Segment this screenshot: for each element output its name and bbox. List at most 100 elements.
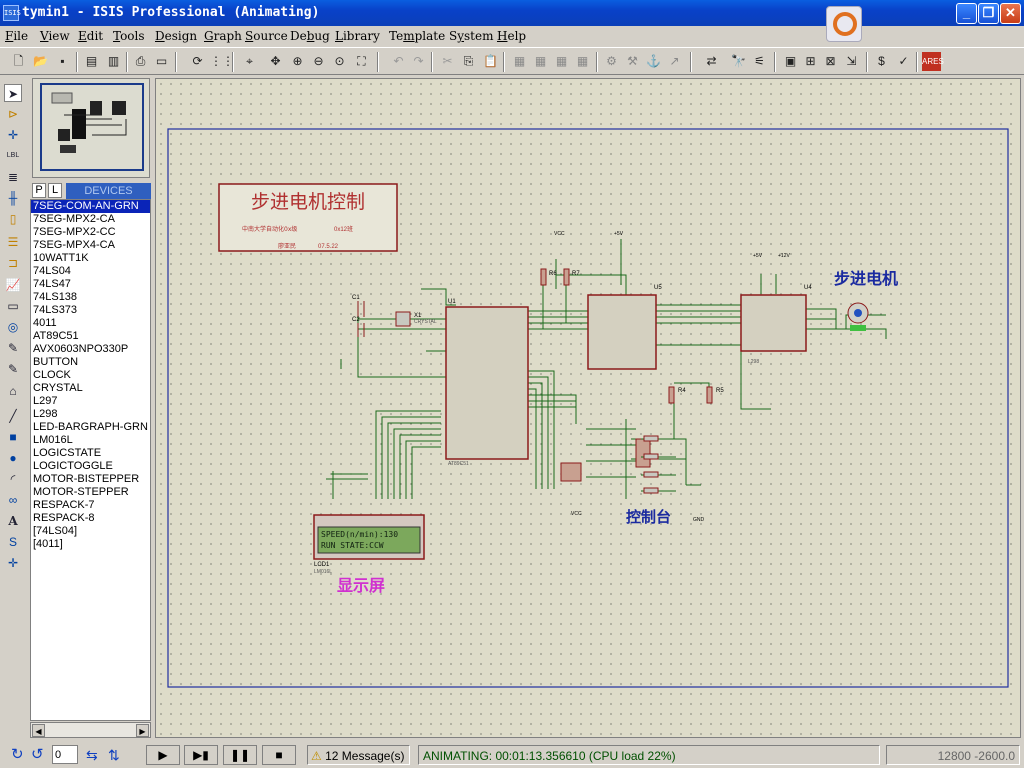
- junction-dot-icon[interactable]: ✛: [7, 128, 19, 142]
- block-move-icon[interactable]: ▦: [534, 54, 547, 68]
- menu-tools[interactable]: Tools: [113, 29, 145, 43]
- stepper-motor[interactable]: [847, 302, 869, 331]
- new-file-icon[interactable]: 🗋: [13, 54, 24, 68]
- rotation-angle-field[interactable]: [52, 745, 78, 764]
- text-icon[interactable]: A: [8, 514, 18, 528]
- app-icon[interactable]: ISIS: [3, 5, 21, 21]
- resistor-r5[interactable]: R5: [706, 386, 724, 404]
- device-list-item[interactable]: 74LS47: [33, 278, 71, 290]
- device-list-item[interactable]: 7SEG-COM-AN-GRN: [31, 200, 150, 213]
- device-list-hscrollbar[interactable]: ◀ ▶: [30, 722, 151, 738]
- capacitor-c2[interactable]: C2: [352, 317, 365, 337]
- open-file-icon[interactable]: 📂: [33, 54, 48, 68]
- menu-help[interactable]: Help: [497, 29, 527, 43]
- device-pins-icon[interactable]: ⊐: [7, 256, 19, 270]
- circle-icon[interactable]: ●: [9, 451, 17, 465]
- lcd-display[interactable]: SPEED(n/min):130 RUN STATE:CCW LCD1 LM01…: [313, 514, 425, 575]
- electrical-rule-check-icon[interactable]: ✓: [898, 54, 909, 68]
- zoom-area-icon[interactable]: ⛶: [357, 54, 366, 68]
- block-rotate-icon[interactable]: ▦: [555, 54, 568, 68]
- title-block[interactable]: 步进电机控制 中南大学自动化0x级 0x12班 廖亚民 07.5.22: [218, 183, 398, 252]
- device-list-item[interactable]: 7SEG-MPX2-CC: [33, 226, 116, 238]
- messages-panel[interactable]: ⚠ 12 Message(s): [307, 745, 410, 765]
- menu-file[interactable]: File: [5, 29, 29, 43]
- device-list-item[interactable]: L297: [33, 395, 58, 407]
- marker-icon[interactable]: ✛: [7, 556, 19, 570]
- property-tool-icon[interactable]: ⚟: [754, 54, 765, 68]
- device-list-item[interactable]: 7SEG-MPX4-CA: [33, 239, 115, 251]
- menu-template[interactable]: Template: [389, 29, 446, 43]
- search-icon[interactable]: 🔭: [731, 54, 746, 68]
- terminals-icon[interactable]: ☰: [7, 235, 19, 249]
- remove-sheet-icon[interactable]: ⊞: [805, 54, 816, 68]
- grid-icon[interactable]: ⋮⋮: [210, 54, 234, 68]
- device-list-item[interactable]: 4011: [33, 317, 57, 329]
- pick-device-icon[interactable]: ⚙: [606, 54, 617, 68]
- device-list-item[interactable]: CLOCK: [33, 369, 71, 381]
- rotate-clockwise-icon[interactable]: ↻: [11, 746, 24, 763]
- device-list-item[interactable]: LED-BARGRAPH-GRN: [33, 421, 148, 433]
- device-list-item[interactable]: RESPACK-8: [33, 512, 95, 524]
- box-icon[interactable]: ■: [9, 430, 17, 444]
- control-buttons[interactable]: [560, 435, 676, 494]
- component-mode-icon[interactable]: ⊳: [7, 107, 19, 121]
- virtual-instruments-icon[interactable]: ⌂: [9, 384, 17, 398]
- step-button[interactable]: ▶▮: [184, 745, 218, 765]
- device-list-item[interactable]: MOTOR-STEPPER: [33, 486, 129, 498]
- subcircuit-icon[interactable]: ▯: [9, 212, 17, 226]
- print-icon[interactable]: ⎙: [135, 54, 146, 68]
- controller-u5[interactable]: U5: [587, 285, 662, 370]
- device-list-item[interactable]: [4011]: [33, 538, 63, 550]
- crystal-x1[interactable]: X1 CRYSTAL: [395, 311, 437, 327]
- tape-recorder-icon[interactable]: ▭: [7, 299, 19, 313]
- pick-devices-button[interactable]: P: [32, 183, 46, 198]
- zoom-to-child-icon[interactable]: ⇲: [846, 54, 857, 68]
- scroll-right-icon[interactable]: ▶: [136, 724, 149, 737]
- cut-icon[interactable]: ✂: [442, 54, 453, 68]
- overview-viewport[interactable]: [40, 83, 144, 171]
- selection-mode-icon[interactable]: ➤: [4, 84, 22, 102]
- text-script-icon[interactable]: ≣: [7, 170, 19, 184]
- device-list-item[interactable]: MOTOR-BISTEPPER: [33, 473, 140, 485]
- stop-button[interactable]: ■: [262, 745, 296, 765]
- restore-button[interactable]: ❐: [978, 3, 999, 24]
- print-area-icon[interactable]: ▭: [155, 54, 168, 68]
- menu-system[interactable]: System: [449, 29, 494, 43]
- copy-icon[interactable]: ⎘: [463, 54, 474, 68]
- play-button[interactable]: ▶: [146, 745, 180, 765]
- wire-autorouter-icon[interactable]: ⇄: [706, 54, 717, 68]
- graph-mode-icon[interactable]: 📈: [5, 278, 21, 292]
- pan-icon[interactable]: ✥: [270, 54, 281, 68]
- device-list-item[interactable]: CRYSTAL: [33, 382, 83, 394]
- minimize-button[interactable]: _: [956, 3, 977, 24]
- device-list-item[interactable]: 7SEG-MPX2-CA: [33, 213, 115, 225]
- generator-icon[interactable]: ◎: [7, 320, 19, 334]
- menu-graph[interactable]: Graph: [204, 29, 242, 43]
- device-list-item[interactable]: 74LS04: [33, 265, 71, 277]
- resistor-r4[interactable]: R4: [668, 386, 686, 404]
- overview-window[interactable]: [32, 78, 150, 178]
- scroll-left-icon[interactable]: ◀: [32, 724, 45, 737]
- resistor-r6[interactable]: R6: [540, 268, 557, 286]
- device-list-item[interactable]: AT89C51: [33, 330, 79, 342]
- bill-of-materials-icon[interactable]: $: [878, 54, 885, 68]
- driver-u4[interactable]: U4 L298: [740, 285, 812, 365]
- pause-button[interactable]: ❚❚: [223, 745, 257, 765]
- paste-icon[interactable]: 📋: [483, 54, 498, 68]
- wire-label-icon[interactable]: LBL: [6, 152, 20, 159]
- device-list-item[interactable]: LOGICTOGGLE: [33, 460, 113, 472]
- line-icon[interactable]: ╱: [9, 409, 17, 423]
- device-list-item[interactable]: BUTTON: [33, 356, 79, 368]
- menu-design[interactable]: Design: [155, 29, 198, 43]
- schematic-canvas[interactable]: 步进电机控制 中南大学自动化0x级 0x12班 廖亚民 07.5.22 X1 C…: [155, 78, 1021, 738]
- menu-debug[interactable]: Debug: [290, 29, 330, 43]
- voltage-probe-icon[interactable]: ✎: [7, 341, 19, 355]
- zoom-all-icon[interactable]: ⊙: [334, 54, 345, 68]
- arc-icon[interactable]: ◜: [10, 472, 16, 486]
- undo-icon[interactable]: ↶: [393, 54, 404, 68]
- path-icon[interactable]: ∞: [8, 493, 18, 507]
- export-icon[interactable]: ▥: [107, 54, 120, 68]
- mirror-x-icon[interactable]: ⇆: [86, 747, 98, 763]
- rotate-anticlockwise-icon[interactable]: ↺: [31, 746, 44, 763]
